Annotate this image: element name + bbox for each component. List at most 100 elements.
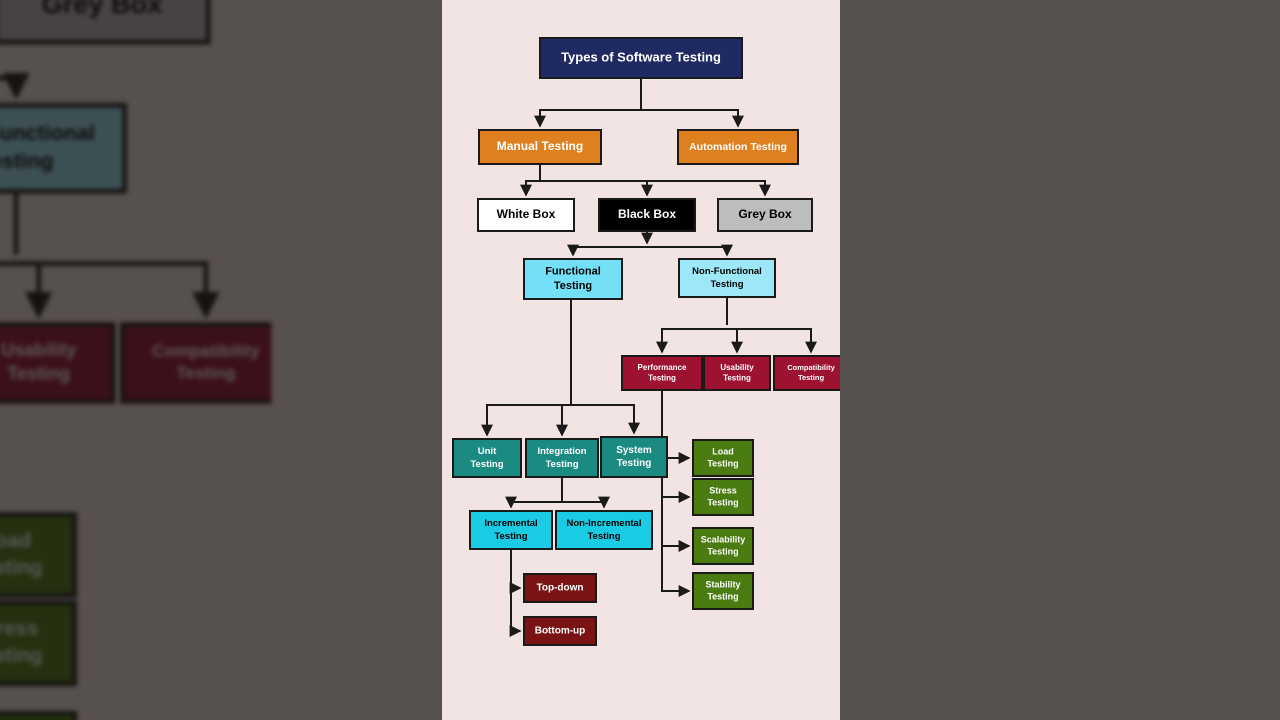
node-whitebox[interactable]: White Box xyxy=(477,198,575,232)
node-box-unit xyxy=(452,438,522,478)
node-box-load xyxy=(692,439,754,477)
node-label-usability: Usability xyxy=(720,363,754,372)
node-label-functional: Testing xyxy=(554,280,592,292)
edge-manual-to-whitebox xyxy=(520,164,541,197)
node-manual[interactable]: Manual Testing xyxy=(478,129,602,165)
node-box-manual xyxy=(478,129,602,165)
node-label-stress: Stress xyxy=(709,485,737,495)
node-label-bottomup: Bottom-up xyxy=(535,626,586,637)
edge-manual-to-greybox xyxy=(647,180,771,197)
node-box-stability xyxy=(692,572,754,610)
node-label-root: Types of Software Testing xyxy=(561,49,721,64)
node-root[interactable]: Types of Software Testing xyxy=(539,37,743,79)
node-label-greybox: Grey Box xyxy=(738,207,792,221)
node-box-nonincremental xyxy=(555,510,653,550)
edge-manual-to-blackbox xyxy=(540,180,653,197)
edge-fhub-to-unit xyxy=(481,404,571,437)
edge-performance-to-scalability xyxy=(661,497,691,552)
edge-root-to-automation xyxy=(641,109,744,128)
node-label-load: Load xyxy=(712,446,734,456)
node-blackbox[interactable]: Black Box xyxy=(598,198,696,232)
node-label-nonincremental: Non-Incremental xyxy=(567,518,642,529)
node-box-integration xyxy=(525,438,599,478)
node-label-stability: Stability xyxy=(705,579,740,589)
node-box-automation xyxy=(677,129,799,165)
node-label-scalability: Testing xyxy=(707,546,738,556)
node-box-nonfunctional xyxy=(678,258,776,298)
node-automation[interactable]: Automation Testing xyxy=(677,129,799,165)
node-box-scalability xyxy=(692,527,754,565)
node-box-usability xyxy=(703,355,771,391)
edge-nfhub-to-performance xyxy=(656,328,727,354)
node-box-stress xyxy=(692,478,754,516)
node-label-automation: Automation Testing xyxy=(689,141,787,153)
edge-blackbox-to-nonfunctional xyxy=(647,244,733,257)
edge-nfhub-to-usability xyxy=(727,328,743,354)
edge-fhub-to-integration xyxy=(556,404,571,437)
node-label-whitebox: White Box xyxy=(497,207,556,221)
node-box-system xyxy=(600,436,668,478)
node-label-usability: Testing xyxy=(723,373,751,382)
node-label-nonfunctional: Non-Functional xyxy=(692,266,762,277)
edge-incremental-to-bottomup xyxy=(509,588,522,637)
node-label-system: Testing xyxy=(617,458,652,469)
node-box-incremental xyxy=(469,510,553,550)
node-topdown[interactable]: Top-down xyxy=(523,573,597,603)
node-label-compatibility: Compatibility xyxy=(787,363,835,372)
node-label-manual: Manual Testing xyxy=(497,139,583,153)
node-box-blackbox xyxy=(598,198,696,232)
node-box-whitebox xyxy=(477,198,575,232)
node-bottomup[interactable]: Bottom-up xyxy=(523,616,597,646)
node-label-performance: Performance xyxy=(638,363,687,372)
edge-ihub-to-incremental xyxy=(505,496,562,509)
node-label-stress: Testing xyxy=(707,497,738,507)
node-box-bottomup xyxy=(523,616,597,646)
node-label-system: System xyxy=(616,445,652,456)
node-label-performance: Testing xyxy=(648,373,676,382)
node-label-incremental: Incremental xyxy=(484,518,537,529)
node-label-nonincremental: Testing xyxy=(587,531,620,542)
edge-blackbox-to-functional xyxy=(567,244,647,257)
node-box-functional xyxy=(523,258,623,300)
edge-fhub-to-system xyxy=(571,404,640,435)
edge-incremental-to-topdown xyxy=(509,549,522,594)
node-label-incremental: Testing xyxy=(494,531,527,542)
edge-nfhub-to-compatibility xyxy=(727,328,817,354)
edge-root-to-manual xyxy=(534,78,642,128)
node-greybox[interactable]: Grey Box xyxy=(717,198,813,232)
node-box-performance xyxy=(621,355,703,391)
node-box-greybox xyxy=(717,198,813,232)
node-label-unit: Testing xyxy=(470,459,503,470)
edge-performance-to-stability xyxy=(661,546,691,597)
node-label-integration: Testing xyxy=(545,459,578,470)
node-box-compatibility xyxy=(773,355,840,391)
node-box-root xyxy=(539,37,743,79)
node-label-blackbox: Black Box xyxy=(618,207,676,221)
node-label-unit: Unit xyxy=(478,446,497,457)
node-label-stability: Testing xyxy=(707,591,738,601)
node-label-integration: Integration xyxy=(537,446,586,457)
edge-ihub-to-nonincremental xyxy=(562,496,610,509)
edge-layer xyxy=(481,78,817,637)
node-label-compatibility: Testing xyxy=(798,373,825,382)
node-label-scalability: Scalability xyxy=(701,534,746,544)
